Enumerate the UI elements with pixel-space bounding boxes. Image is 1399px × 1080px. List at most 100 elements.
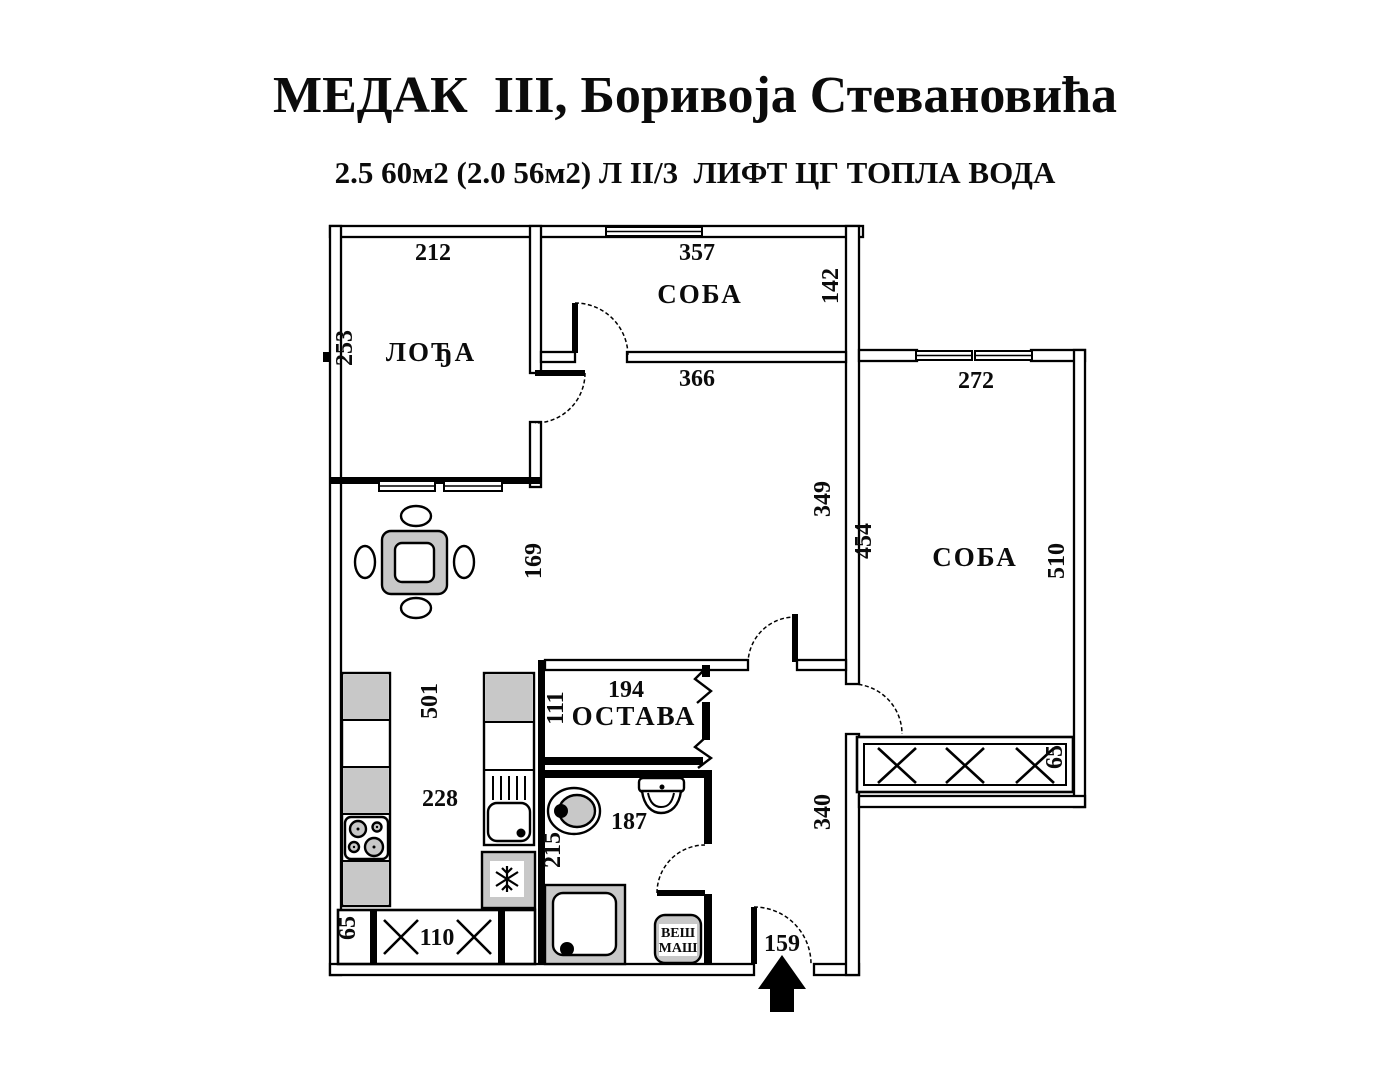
- burner-3-dot: [352, 845, 356, 849]
- wall-kitchen-separator: [538, 660, 545, 964]
- door-leaf-bedroom-top: [572, 303, 578, 353]
- wall-loggia-right-lower: [528, 420, 543, 489]
- wall-hall-top-right: [795, 658, 848, 672]
- chair-left: [353, 544, 377, 580]
- dim-corridor-width: 366: [679, 366, 715, 392]
- wall-right-top-a: [857, 348, 919, 363]
- wall-right-right: [1072, 348, 1087, 809]
- wall-bath-right-lower: [704, 894, 712, 964]
- door-arc-loggia: [534, 372, 586, 424]
- dim-hall-side-height: 349: [810, 481, 836, 517]
- room-label-pantry: ОСТАВА: [572, 701, 697, 731]
- door-leaf-loggia: [535, 370, 585, 376]
- washbasin-inner: [647, 792, 675, 809]
- door-arc-hall: [747, 616, 796, 665]
- burner-1-dot: [356, 827, 360, 831]
- wall-bath-top: [545, 770, 712, 778]
- wall-hall-top-left: [543, 658, 750, 672]
- door-arc-bedroom-right: [851, 683, 903, 735]
- entrance-arrow-icon: [758, 955, 806, 1012]
- shower-inner: [551, 891, 618, 957]
- balcony-left-divider-a: [370, 910, 377, 964]
- dim-bath-width: 187: [611, 809, 647, 835]
- balcony-right-inner: [863, 743, 1067, 786]
- dim-bedroom-right-height: 510: [1044, 543, 1070, 579]
- washing-machine-panel: [659, 924, 697, 956]
- dim-bedroom-right-width: 272: [958, 368, 994, 394]
- balcony-right-x3: [1015, 747, 1055, 784]
- dimension-labels: 212 253 357 142 366 272 349 454 510 169 …: [332, 240, 1070, 957]
- wall-center-right-lower: [844, 732, 861, 977]
- washbasin-bowl: [640, 789, 683, 815]
- dim-bedroom-top-depth: 142: [818, 268, 844, 304]
- counter-left-seg3: [344, 861, 388, 904]
- counter-left-seg1: [344, 675, 388, 720]
- folding-door-pantry-top: [693, 667, 713, 704]
- wall-pantry-right-b: [702, 702, 710, 740]
- sink-drainer-lines: [492, 776, 526, 800]
- door-leaf-entry: [751, 907, 757, 964]
- wall-top-main: [328, 224, 865, 239]
- washer-label-1: ВЕШ: [661, 926, 696, 941]
- dim-bedroom-right-inner: 454: [851, 523, 877, 559]
- balcony-left-x2: [456, 919, 492, 955]
- plan-title: МЕДАК III, Боривоја Стевановића: [273, 67, 1117, 124]
- outer-walls: [323, 224, 1087, 977]
- toilet-dot: [554, 804, 568, 818]
- kitchen-counter-left: [340, 671, 392, 908]
- balcony-right-x2: [945, 747, 985, 784]
- chair-right: [452, 544, 476, 580]
- room-label-bedroom-top: СОБА: [657, 279, 743, 309]
- door-arc-bath: [656, 844, 706, 894]
- dining-set: [353, 504, 476, 620]
- snowflake-icon: [495, 866, 519, 892]
- dim-balcony-left-depth: 65: [335, 916, 361, 940]
- dining-table-top: [393, 541, 436, 584]
- washer-label-2: МАШ: [659, 941, 698, 956]
- plan-subtitle: 2.5 60м2 (2.0 56м2) Л II/3 ЛИФТ ЦГ ТОПЛА…: [335, 155, 1056, 190]
- shower-drain-dot: [560, 942, 574, 956]
- dim-loggia-width: 212: [415, 240, 451, 266]
- wall-bedroomtop-bottom-right: [625, 350, 848, 364]
- balcony-left-x1: [383, 919, 419, 955]
- dim-entry-height: 340: [810, 794, 836, 830]
- room-label-loggia: ЛОЂА: [386, 337, 476, 367]
- doors: [534, 302, 903, 965]
- balcony-right-x1: [877, 747, 917, 784]
- wall-loggia-right-upper: [528, 224, 543, 375]
- washbasin-dot: [659, 784, 665, 790]
- wall-left-notch: [323, 352, 331, 362]
- balcony-left: [336, 908, 537, 966]
- wall-center-right-upper: [844, 224, 861, 686]
- bathroom-fixtures: ВЕШ МАШ: [543, 776, 703, 966]
- sink-drain-dot: [516, 828, 526, 838]
- room-labels: ЛОЂА СОБА СОБА ОСТАВА: [386, 279, 1018, 731]
- windows: [378, 226, 1033, 492]
- dim-balcony-left-width: 110: [420, 925, 455, 951]
- room-label-bedroom-right: СОБА: [932, 542, 1018, 572]
- chair-top: [399, 504, 433, 528]
- counter-right-seg1: [486, 675, 532, 721]
- dim-balcony-right-depth: 65: [1042, 745, 1068, 769]
- kitchen-counter-right: [480, 671, 537, 910]
- burner-2-dot: [375, 825, 379, 829]
- chair-bottom: [399, 596, 433, 620]
- wall-bath-right-upper: [704, 770, 712, 844]
- dim-entry-width: 159: [764, 931, 800, 957]
- burner-4-dot: [372, 845, 376, 849]
- dim-loggia-depth: 253: [332, 330, 358, 366]
- wall-pantry-right-a: [702, 665, 710, 677]
- counter-left-seg2: [344, 767, 388, 814]
- dim-living-width: 169: [521, 543, 547, 579]
- dim-kitchen-width: 228: [422, 786, 458, 812]
- wall-bottom-left: [328, 962, 756, 977]
- door-leaf-hall: [792, 614, 798, 662]
- dim-pantry-depth: 111: [543, 691, 569, 724]
- dim-kitchen-length: 501: [417, 683, 443, 719]
- dim-bath-depth: 215: [540, 832, 566, 868]
- door-arc-entry: [753, 906, 812, 965]
- balcony-left-divider-b: [498, 910, 505, 964]
- wall-bedroomtop-bottom-left: [539, 350, 577, 364]
- sink-drainer: [492, 776, 526, 800]
